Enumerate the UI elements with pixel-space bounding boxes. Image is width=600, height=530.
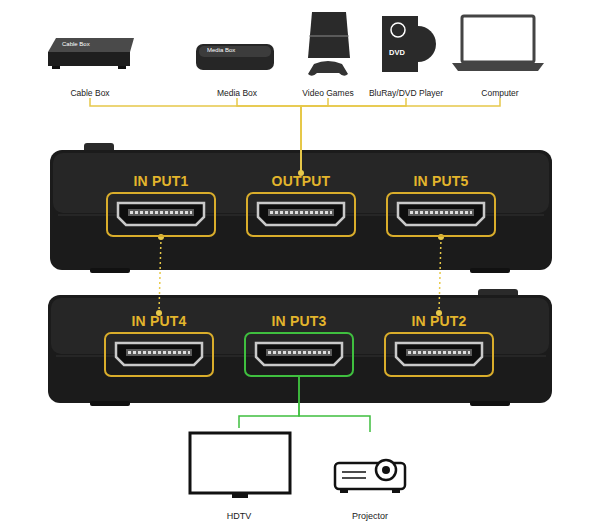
connector-line (237, 98, 301, 173)
port-outline (384, 332, 494, 377)
device-marking: DVD (389, 49, 405, 58)
connector-dot (158, 234, 164, 240)
device-label: Projector (352, 511, 388, 522)
tv-icon (190, 433, 290, 498)
hdmi-port (118, 203, 204, 225)
hdmi-port (398, 203, 484, 225)
connector-line (301, 98, 406, 173)
port-label: IN PUT3 (271, 313, 326, 329)
device-label: BluRay/DVD Player (369, 88, 443, 98)
device-marking: Media Box (207, 47, 235, 54)
source-device: Computer (450, 30, 550, 98)
hdmi-port (116, 343, 202, 365)
hdmi-port (258, 203, 344, 225)
source-device: Video Games (283, 30, 373, 98)
display-box: Projector (325, 432, 415, 522)
port-outline (104, 332, 214, 377)
connector-line (239, 377, 299, 428)
laptop-icon (452, 16, 544, 71)
device-marking: Cable Box (62, 41, 90, 48)
connector-dot (438, 234, 444, 240)
switch-housing (48, 289, 552, 406)
display-box: HDTV (183, 428, 295, 522)
port-label: IN PUT2 (411, 313, 466, 329)
port-outline (244, 332, 354, 377)
connector-line (439, 237, 441, 313)
dvd-player-icon (382, 16, 436, 72)
device-label: Video Games (302, 88, 353, 98)
source-device: BluRay/DVD Player (366, 30, 447, 98)
device-label: Media Box (217, 88, 257, 98)
connector-line (159, 237, 161, 313)
device-label: Computer (481, 88, 518, 98)
port-box: IN PUT5 (385, 173, 497, 237)
port-label: OUTPUT (272, 173, 331, 189)
connector-line (90, 98, 301, 173)
port-box: IN PUT1 (105, 173, 217, 237)
cable-box-icon (48, 38, 134, 69)
connector-group (90, 98, 500, 432)
source-device: Cable Box (40, 30, 140, 98)
connector-line (301, 98, 500, 173)
port-outline (246, 192, 356, 237)
source-device: Media Box (187, 30, 287, 98)
hdmi-port (256, 343, 342, 365)
connector-line (299, 377, 370, 432)
hdmi-port (396, 343, 482, 365)
port-box: IN PUT3 (243, 313, 355, 377)
port-box: OUTPUT (245, 173, 357, 237)
media-box-icon (196, 44, 274, 70)
port-outline (386, 192, 496, 237)
port-box: IN PUT2 (383, 313, 495, 377)
device-label: Cable Box (70, 88, 109, 98)
projector-icon (335, 460, 405, 493)
port-label: IN PUT4 (131, 313, 186, 329)
connector-line (301, 98, 328, 173)
port-label: IN PUT5 (413, 173, 468, 189)
port-label: IN PUT1 (133, 173, 188, 189)
port-box: IN PUT4 (103, 313, 215, 377)
game-console-icon (308, 12, 350, 76)
port-outline (106, 192, 216, 237)
device-label: HDTV (227, 511, 252, 522)
